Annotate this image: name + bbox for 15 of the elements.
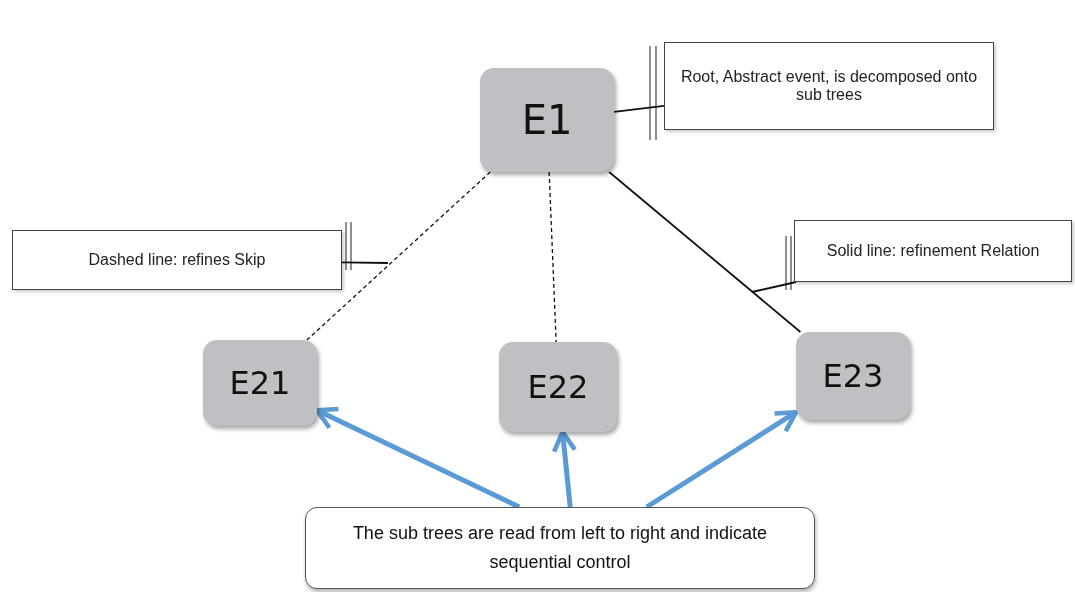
leader-line [613,105,665,113]
event-box: E1 [480,68,614,172]
leader-line [341,261,389,264]
callout-box: Dashed line: refines Skip [12,230,342,290]
arrow [551,429,578,508]
event-box: E21 [203,340,317,426]
connector-line [608,171,802,333]
event-box: E22 [499,342,617,432]
leader-line [751,281,798,293]
callout-box: Root, Abstract event, is decomposed onto sub trees [664,42,994,130]
connector-line [548,171,557,343]
callout-box: Solid line: refinement Relation [794,220,1072,282]
note-box: The sub trees are read from left to right and indicate sequential control [305,507,815,589]
connector-line [306,171,491,341]
event-box: E23 [796,332,910,420]
